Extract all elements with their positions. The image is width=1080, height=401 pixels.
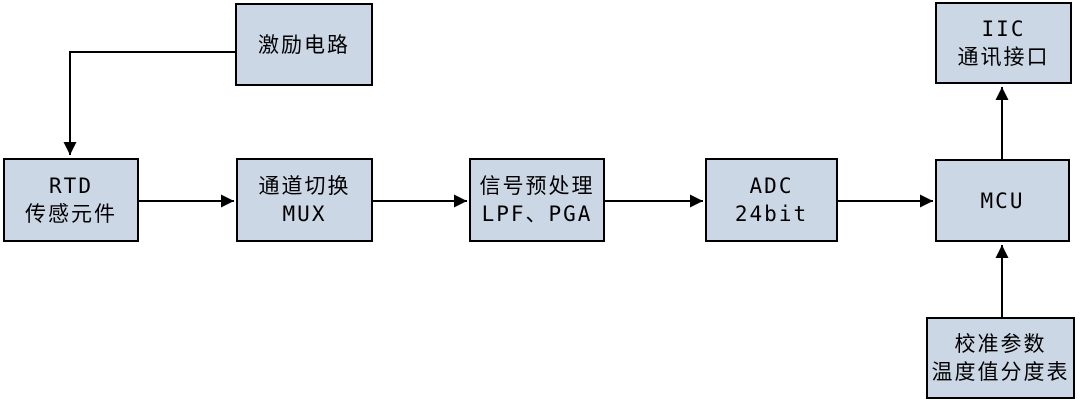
node-rtd-label-line1: RTD (49, 174, 93, 198)
node-iic-label-line2: 通讯接口 (957, 45, 1050, 69)
node-rtd-label-line2: 传感元件 (25, 202, 117, 226)
node-excitation-circuit: 激励电路 (235, 3, 373, 86)
node-channel-mux: 通道切换 MUX (236, 158, 373, 242)
node-calibration-table: 校准参数 温度值分度表 (926, 317, 1075, 399)
node-preprocess-label-line1: 信号预处理 (479, 174, 595, 198)
edge-excitation-to-rtd (63, 51, 235, 155)
node-calibration-label-line1: 校准参数 (954, 332, 1047, 356)
node-preprocess-label-line2: LPF、PGA (481, 202, 593, 226)
node-adc-label-line2: 24bit (734, 202, 809, 226)
node-signal-preprocess: 信号预处理 LPF、PGA (469, 158, 605, 242)
node-rtd-sensor: RTD 传感元件 (3, 158, 139, 242)
node-mux-label-line2: MUX (282, 202, 327, 226)
node-iic-interface: IIC 通讯接口 (935, 2, 1072, 84)
node-mcu-label: MCU (980, 188, 1025, 213)
node-iic-label-line1: IIC (981, 17, 1026, 41)
node-calibration-label-line2: 温度值分度表 (931, 360, 1070, 384)
node-mcu: MCU (935, 159, 1070, 242)
node-adc: ADC 24bit (705, 158, 838, 242)
node-excitation-label: 激励电路 (258, 32, 350, 57)
node-mux-label-line1: 通道切换 (258, 174, 351, 198)
node-adc-label-line1: ADC (749, 174, 794, 198)
